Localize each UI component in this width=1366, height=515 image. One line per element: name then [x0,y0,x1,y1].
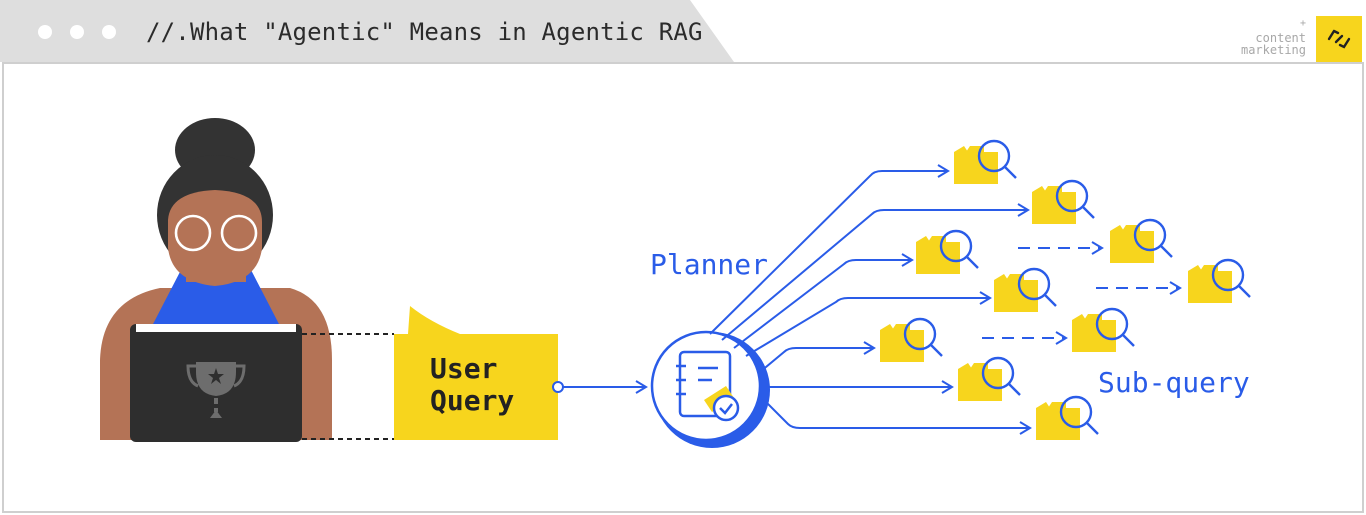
branch-arrow [759,341,876,373]
folder-search-icon [1034,395,1100,442]
folder-search-icon [952,139,1018,186]
user-query-box: User Query [394,306,558,440]
brand-logo-icon[interactable] [1316,16,1362,62]
planner-node [650,330,770,448]
window-dot-icon[interactable] [38,25,52,39]
folder-search-icon [878,317,944,364]
folder-search-icon [914,229,980,276]
user-query-line-2: Query [430,384,514,417]
branch-arrow [709,164,950,335]
subquery-branches [709,164,1032,435]
title-tab [0,0,734,62]
window-dot-icon[interactable] [102,25,116,39]
folder-search-icon [1186,258,1252,305]
folder-search-icon [1070,307,1136,354]
branch-arrow [745,291,992,357]
folder-search-icon [956,356,1022,403]
window-title: //.What "Agentic" Means in Agentic RAG [146,18,703,46]
branch-arrow [761,397,1032,435]
brand-line-1: content [1255,31,1306,45]
subquery-followups [982,241,1182,345]
folder-search-icon [992,267,1058,314]
window-dot-icon[interactable] [70,25,84,39]
subquery-label: Sub-query [1098,366,1250,399]
brand-plus: + [1299,18,1306,29]
notebook-check-icon [676,350,740,422]
brand-wordmark: content marketing [1241,20,1306,56]
title-bar: //.What "Agentic" Means in Agentic RAG +… [0,0,1366,64]
branch-arrow [721,203,1030,341]
folder-search-icon [1030,179,1096,226]
user-query-line-1: User [430,352,497,385]
planner-label: Planner [650,248,768,281]
person-illustration [100,118,332,442]
folder-search-icon [1108,218,1174,265]
connector-dot [552,381,564,393]
brand-line-2: marketing [1240,43,1306,57]
branch-arrow [733,253,914,349]
trophy-icon [186,362,246,418]
